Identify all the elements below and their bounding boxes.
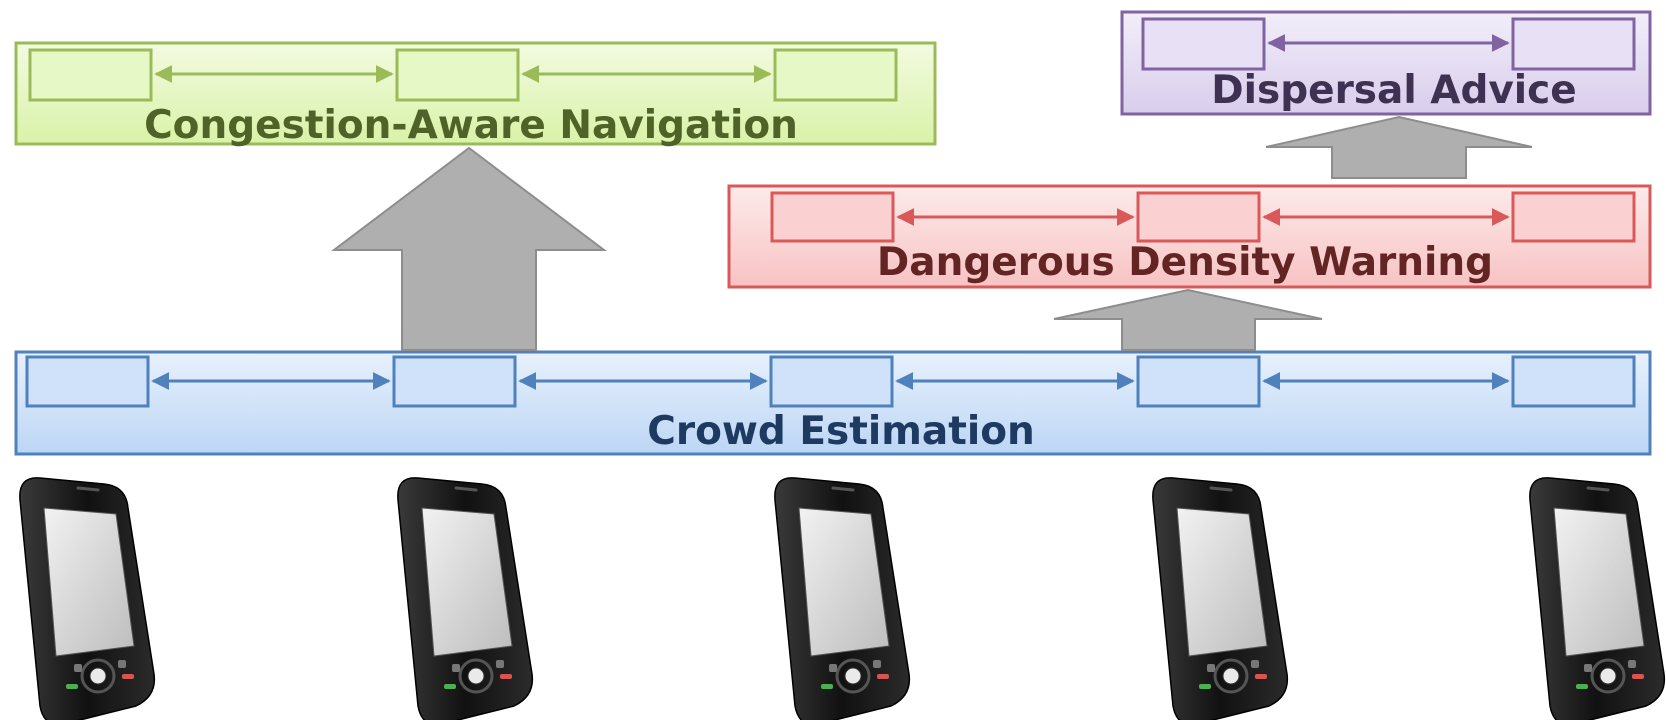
navigation-node	[395, 48, 520, 102]
dispersal-node	[1511, 17, 1636, 71]
warning-layer-label: Dangerous Density Warning	[877, 240, 1493, 285]
navigation-layer: Congestion-Aware Navigation	[14, 41, 937, 148]
estimation-node	[1511, 355, 1636, 408]
warning-node	[770, 191, 895, 243]
navigation-node	[773, 48, 898, 102]
dispersal-node	[1141, 17, 1266, 71]
smartphone-icon	[396, 476, 534, 720]
estimation-node	[1136, 355, 1261, 408]
up-arrow-estimation-to-warning	[1053, 288, 1323, 351]
estimation-node	[25, 355, 150, 408]
smartphone-icon	[1528, 476, 1666, 720]
up-arrow-estimation-to-navigation	[331, 146, 607, 351]
navigation-node	[28, 48, 153, 102]
smartphone-icon	[773, 476, 911, 720]
smartphone-icon	[18, 476, 156, 720]
dispersal-layer: Dispersal Advice	[1120, 10, 1652, 116]
smartphones	[18, 476, 1666, 720]
warning-node	[1511, 191, 1636, 243]
estimation-node	[769, 355, 894, 408]
warning-node	[1136, 191, 1261, 243]
estimation-layer-label: Crowd Estimation	[647, 409, 1035, 454]
smartphone-icon	[1151, 476, 1289, 720]
estimation-layer: Crowd Estimation	[14, 350, 1652, 456]
navigation-layer-label: Congestion-Aware Navigation	[144, 103, 798, 148]
warning-layer: Dangerous Density Warning	[727, 184, 1652, 289]
up-arrow-warning-to-dispersal	[1265, 115, 1533, 179]
dispersal-layer-label: Dispersal Advice	[1211, 68, 1577, 113]
estimation-node	[392, 355, 517, 408]
